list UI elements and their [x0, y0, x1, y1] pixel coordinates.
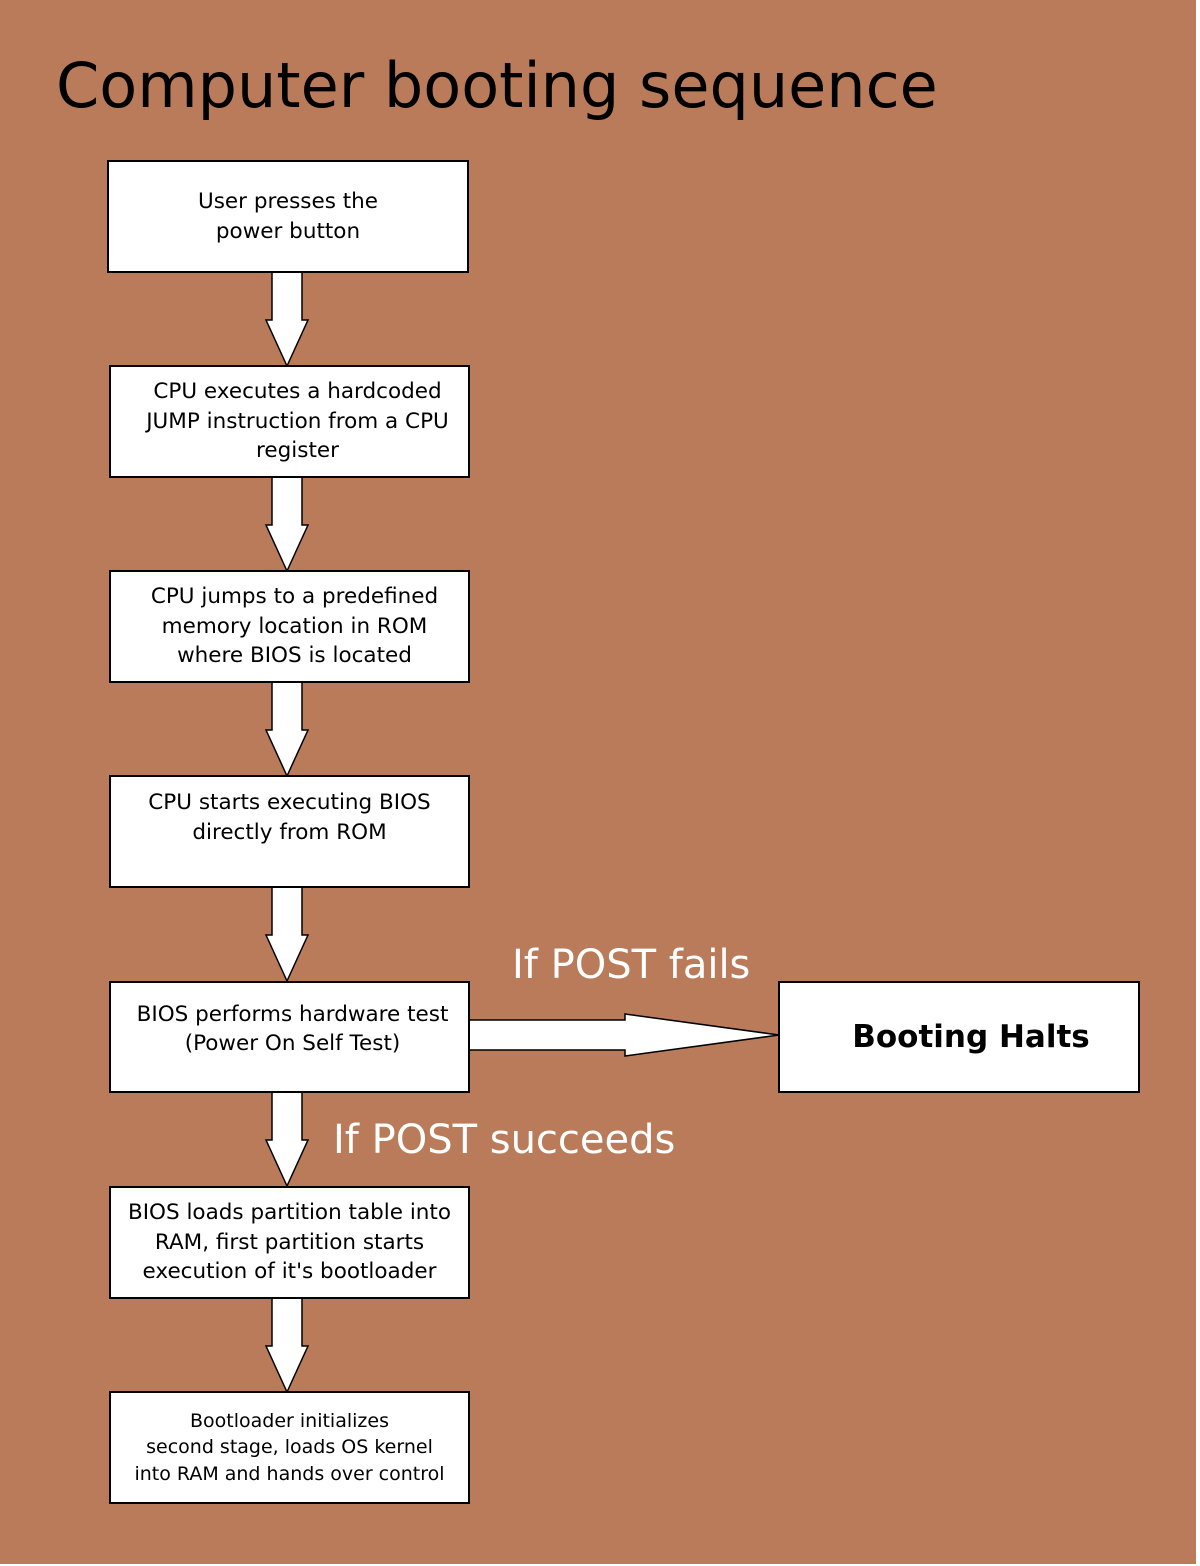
step-box-bootloader: Bootloader initializes second stage, loa…	[109, 1391, 470, 1504]
arrow-step2-to-step3	[264, 476, 310, 573]
halt-box-text: Booting Halts	[852, 1019, 1090, 1055]
arrow-step5-to-halt	[468, 1013, 780, 1057]
step-text-power-button: User presses the power button	[197, 189, 379, 244]
diagram-title: Computer booting sequence	[56, 49, 938, 122]
arrow-step5-to-step6	[264, 1091, 310, 1188]
halt-box: Booting Halts	[778, 981, 1140, 1093]
step-text-post: BIOS performs hardware test (Power On Se…	[136, 1001, 449, 1057]
step-text-partition-table: BIOS loads partition table into RAM, fir…	[127, 1200, 452, 1285]
step-box-power-button: User presses the power button	[107, 160, 469, 273]
arrow-step3-to-step4	[264, 681, 310, 778]
step-text-bios-execution: CPU starts executing BIOS directly from …	[148, 790, 431, 845]
step-box-partition-table: BIOS loads partition table into RAM, fir…	[109, 1186, 470, 1299]
step-box-bios-execution: CPU starts executing BIOS directly from …	[109, 775, 470, 888]
arrow-step4-to-step5	[264, 886, 310, 983]
arrow-step1-to-step2	[264, 271, 310, 368]
step-text-bootloader: Bootloader initializes second stage, loa…	[134, 1409, 445, 1485]
step-box-post: BIOS performs hardware test (Power On Se…	[109, 981, 470, 1093]
step-text-cpu-jumps-to-rom: CPU jumps to a predefined memory locatio…	[150, 584, 439, 669]
arrow-step6-to-step7	[264, 1297, 310, 1394]
step-box-cpu-jump-instruction: CPU executes a hardcoded JUMP instructio…	[109, 365, 470, 478]
step-text-cpu-jump-instruction: CPU executes a hardcoded JUMP instructio…	[146, 379, 449, 464]
step-box-cpu-jumps-to-rom: CPU jumps to a predefined memory locatio…	[109, 570, 470, 683]
label-post-fails: If POST fails	[512, 942, 751, 988]
label-post-succeeds: If POST succeeds	[333, 1117, 676, 1163]
